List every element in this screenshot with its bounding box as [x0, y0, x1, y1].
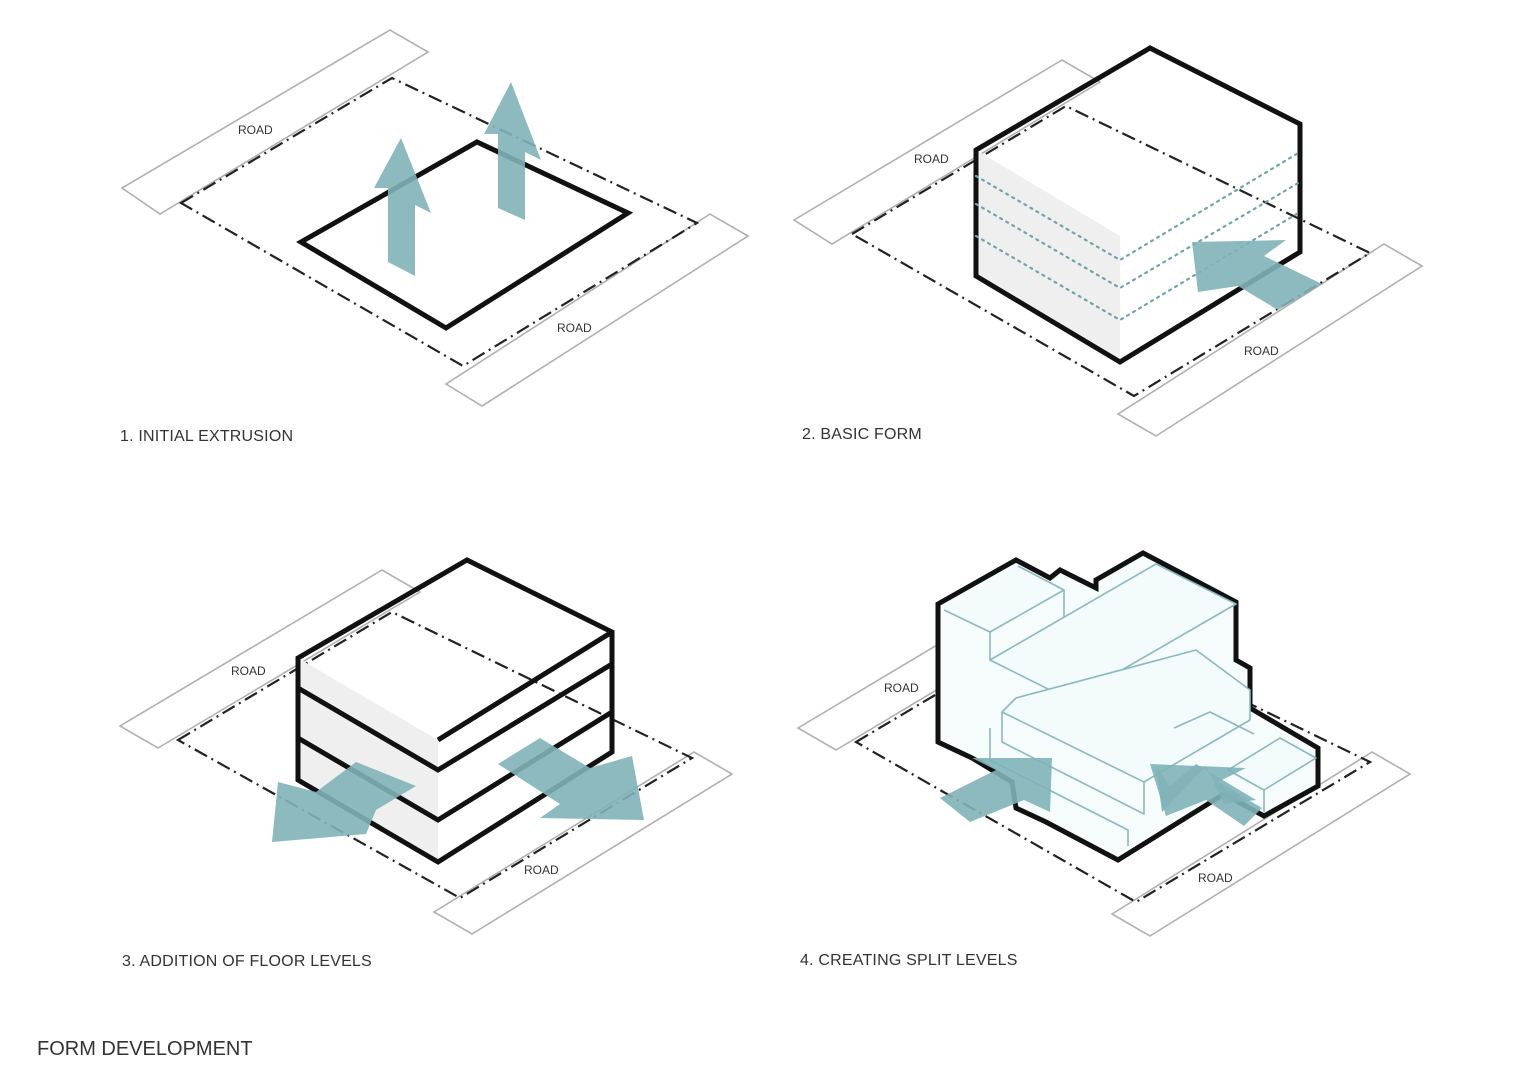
- road-label-upper: ROAD: [884, 681, 919, 695]
- floor-line-2: [974, 180, 1302, 290]
- caption-panel-2: 2. BASIC FORM: [802, 426, 922, 443]
- road-label-upper: ROAD: [238, 123, 273, 137]
- plot-boundary: [175, 610, 695, 900]
- volume-top-left: [943, 565, 1065, 633]
- road-label-lower: ROAD: [557, 321, 592, 335]
- road-label-lower: ROAD: [1198, 871, 1233, 885]
- caption-panel-3: 3. ADDITION OF FLOOR LEVELS: [122, 953, 372, 970]
- road-label-upper: ROAD: [231, 664, 266, 678]
- page-title: FORM DEVELOPMENT: [37, 1038, 253, 1060]
- plot-boundary: [849, 104, 1373, 398]
- road-label-lower: ROAD: [524, 863, 559, 877]
- floor-line-3: [974, 210, 1302, 322]
- plot-boundary: [178, 76, 700, 368]
- block-side-face: [976, 150, 1120, 362]
- caption-panel-4: 4. CREATING SPLIT LEVELS: [800, 952, 1018, 969]
- volume-front-edges: [1001, 712, 1145, 815]
- footprint: [296, 139, 634, 331]
- block-outline: [295, 557, 615, 865]
- up-arrow-right: [484, 82, 541, 220]
- volume-middle-top: [989, 563, 1237, 701]
- road-upper: [792, 59, 1102, 245]
- volume-right-low: [1227, 737, 1317, 791]
- push-arrow-left: [940, 758, 1052, 822]
- road-lower: [444, 213, 750, 407]
- floor-line-1: [974, 150, 1302, 262]
- volume-step-right: [1173, 711, 1255, 735]
- caption-panel-1: 1. INITIAL EXTRUSION: [120, 428, 294, 445]
- out-arrow-left: [272, 762, 416, 842]
- volume-lower-front: [989, 728, 1129, 846]
- road-label-lower: ROAD: [1244, 344, 1279, 358]
- floor-divider-1: [296, 661, 614, 773]
- panel-1-initial-extrusion: ROAD ROAD: [120, 29, 750, 407]
- block-front-edge: [436, 629, 614, 743]
- road-lower: [1116, 243, 1424, 437]
- push-arrow-right-upper: [1150, 764, 1262, 826]
- block-outline: [973, 45, 1303, 365]
- road-upper: [120, 29, 430, 215]
- panel-2-basic-form: ROAD ROAD: [792, 45, 1424, 437]
- road-label-upper: ROAD: [914, 152, 949, 166]
- road-upper: [118, 569, 422, 749]
- out-arrow-right: [498, 738, 644, 820]
- panel-4-split-levels: ROAD ROAD: [796, 550, 1412, 937]
- push-arrow: [1192, 240, 1322, 310]
- up-arrow-left: [374, 138, 431, 276]
- panel-3-floor-levels: ROAD ROAD: [118, 557, 734, 935]
